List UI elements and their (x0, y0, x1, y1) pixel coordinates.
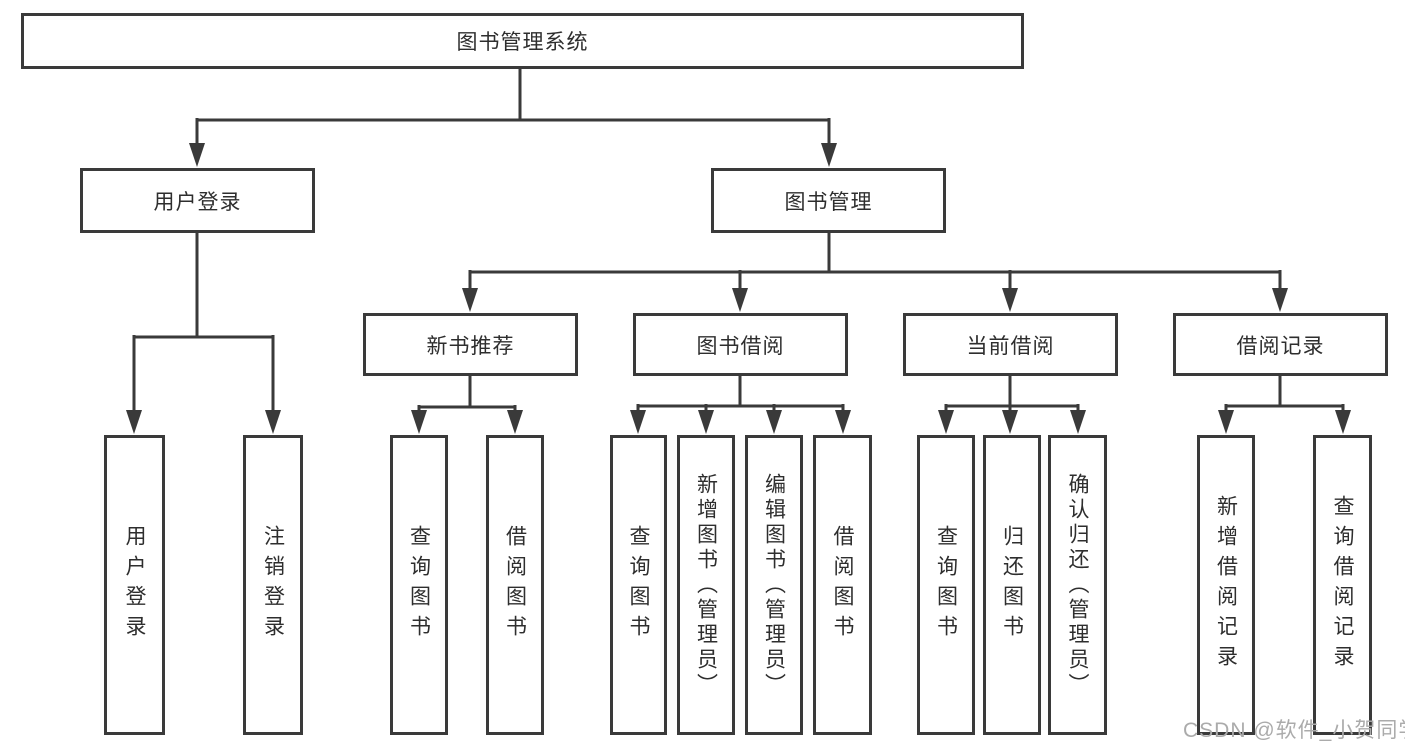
leaf-logout: 注销登录 (243, 435, 303, 735)
node-new-book-recommend: 新书推荐 (363, 313, 578, 376)
leaf-borrow-books: 借阅图书 (813, 435, 872, 735)
arrowhead (1002, 410, 1018, 434)
arrowhead (1002, 288, 1018, 312)
arrowhead (1218, 410, 1234, 434)
connector-current-to-leaves (938, 376, 1086, 434)
leaf-add-books-admin: 新增图书（管理员） (677, 435, 735, 735)
leaf-label: 查询图书 (627, 525, 650, 645)
leaf-label: 查询借阅记录 (1331, 495, 1354, 675)
node-label: 图书管理系统 (456, 31, 589, 54)
node-label: 图书管理 (784, 190, 873, 214)
leaf-return-books: 归还图书 (983, 435, 1041, 735)
arrowhead (938, 410, 954, 434)
connector-root-to-level2 (189, 69, 837, 167)
arrowhead (126, 410, 142, 434)
arrowhead (821, 143, 837, 167)
csdn-watermark: CSDN @软件_小贺同学 (1183, 719, 1405, 742)
node-book-borrow: 图书借阅 (633, 313, 848, 376)
leaf-user-login: 用户登录 (104, 435, 165, 735)
connector-userlogin-to-leaves (126, 233, 281, 434)
leaf-label: 借阅图书 (831, 525, 854, 645)
arrowhead (1272, 288, 1288, 312)
leaf-label: 新增图书（管理员） (694, 472, 718, 698)
node-library-system-root: 图书管理系统 (21, 13, 1024, 69)
leaf-edit-books-admin: 编辑图书（管理员） (745, 435, 803, 735)
arrowhead (462, 288, 478, 312)
connector-borrow-to-leaves (630, 376, 851, 434)
arrowhead (732, 288, 748, 312)
connector-records-to-leaves (1218, 376, 1351, 434)
arrowhead (1335, 410, 1351, 434)
leaf-label: 查询图书 (934, 525, 958, 645)
node-borrow-records: 借阅记录 (1173, 313, 1388, 376)
leaf-label: 查询图书 (407, 525, 431, 645)
leaf-confirm-return-admin: 确认归还（管理员） (1048, 435, 1107, 735)
node-label: 当前借阅 (966, 334, 1055, 358)
connector-newbook-to-leaves (411, 376, 523, 434)
arrowhead (1070, 410, 1086, 434)
arrowhead (835, 410, 851, 434)
arrowhead (265, 410, 281, 434)
leaf-label: 用户登录 (123, 525, 146, 645)
arrowhead (507, 410, 523, 434)
leaf-label: 新增借阅记录 (1214, 495, 1238, 675)
leaf-label: 确认归还（管理员） (1066, 472, 1089, 698)
node-book-management: 图书管理 (711, 168, 946, 233)
arrowhead (189, 143, 205, 167)
node-label: 用户登录 (153, 190, 242, 214)
node-user-login: 用户登录 (80, 168, 315, 233)
arrowhead (411, 410, 427, 434)
leaf-label: 注销登录 (261, 525, 285, 645)
leaf-borrow-books: 借阅图书 (486, 435, 544, 735)
leaf-label: 归还图书 (1000, 525, 1024, 645)
leaf-query-borrow-record: 查询借阅记录 (1313, 435, 1372, 735)
arrowhead (698, 410, 714, 434)
connector-bookmgmt-to-level3 (462, 233, 1288, 312)
arrowhead (630, 410, 646, 434)
leaf-add-borrow-record: 新增借阅记录 (1197, 435, 1255, 735)
leaf-label: 编辑图书（管理员） (762, 472, 786, 698)
leaf-query-books: 查询图书 (610, 435, 667, 735)
node-label: 图书借阅 (696, 334, 785, 358)
node-label: 新书推荐 (426, 334, 515, 358)
leaf-label: 借阅图书 (503, 525, 527, 645)
leaf-query-books: 查询图书 (390, 435, 448, 735)
node-label: 借阅记录 (1236, 334, 1325, 358)
node-current-borrow: 当前借阅 (903, 313, 1118, 376)
leaf-query-books: 查询图书 (917, 435, 975, 735)
arrowhead (766, 410, 782, 434)
